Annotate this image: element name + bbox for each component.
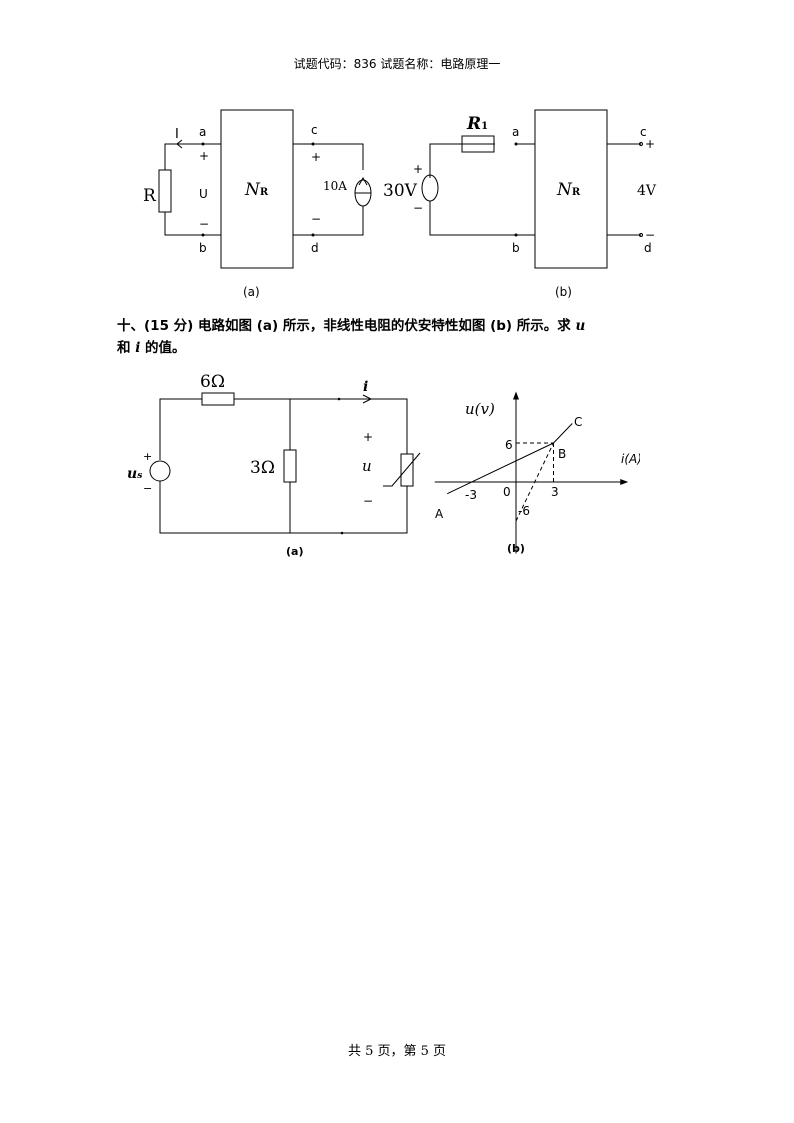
caption-b: (b) <box>507 542 525 555</box>
point-label-B: B <box>558 447 566 461</box>
label-minus-d: − <box>311 212 321 226</box>
label-NR: NR <box>556 180 581 200</box>
resistor-3ohm <box>283 449 297 483</box>
label-minus-u: − <box>363 494 373 508</box>
network-box-nr <box>220 109 294 269</box>
vi-characteristic-chart: u(v) i(A) -3 0 3 6 -6 A B C (b) <box>434 391 640 555</box>
series-A-B <box>447 442 554 495</box>
label-30V: 30V <box>383 181 418 201</box>
label-a: a <box>512 125 519 139</box>
series-B-to-(0,-6) <box>515 442 554 522</box>
question-line-1: 十、(15 分) 电路如图 (a) 所示，非线性电阻的伏安特性如图 (b) 所示… <box>117 315 697 337</box>
question-line-2: 和 i 的值。 <box>117 337 697 359</box>
label-minus-src: − <box>143 482 152 495</box>
point-label-C: C <box>574 415 582 429</box>
label-d: d <box>311 241 319 255</box>
resistor-6ohm <box>201 392 235 406</box>
caption-a: (a) <box>286 545 303 558</box>
question-text-3: 的值。 <box>140 340 186 356</box>
page-header: 试题代码：836 试题名称：电路原理一 <box>293 57 501 71</box>
y-axis-label: u(v) <box>465 400 495 418</box>
label-b: b <box>512 241 520 255</box>
var-u: u <box>575 318 586 334</box>
x-tick-3: 3 <box>551 485 559 499</box>
label-d: d <box>644 241 652 255</box>
y-tick-6: 6 <box>505 438 513 452</box>
question-10: 十、(15 分) 电路如图 (a) 所示，非线性电阻的伏安特性如图 (b) 所示… <box>117 315 697 359</box>
label-plus: + <box>199 149 209 163</box>
label-i: i <box>363 379 368 395</box>
label-minus-out: − <box>645 228 655 242</box>
nonlinear-resistor <box>400 453 414 487</box>
voltage-source-us <box>149 460 171 482</box>
wire <box>164 212 221 236</box>
label-R: R <box>143 186 157 206</box>
label-6ohm: 6Ω <box>200 372 225 392</box>
resistor-r <box>158 169 172 213</box>
label-plus-src: + <box>413 162 423 176</box>
network-box-nr <box>534 109 608 269</box>
label-plus-src: + <box>143 450 152 463</box>
series-B-C <box>553 423 573 444</box>
label-c: c <box>311 123 318 137</box>
figure-top-a: I a + U − b R NR c + − d 10A (a) <box>143 109 372 299</box>
wire <box>164 143 221 170</box>
x-tick-0: 0 <box>503 485 511 499</box>
x-axis-arrow-icon <box>620 479 629 485</box>
label-plus-u: + <box>363 430 373 444</box>
point-label-A: A <box>435 507 444 521</box>
label-c: c <box>640 125 647 139</box>
question-text-2: 和 <box>117 340 136 356</box>
label-plus-out: + <box>645 137 655 151</box>
label-4V: 4V <box>637 183 657 199</box>
question-text: 十、(15 分) 电路如图 (a) 所示，非线性电阻的伏安特性如图 (b) 所示… <box>117 318 576 334</box>
resistor-r1 <box>461 135 495 153</box>
y-tick-neg6: -6 <box>518 504 530 518</box>
label-NR: NR <box>244 180 269 200</box>
y-axis-arrow-icon <box>513 391 519 400</box>
figure-bottom-a: 6Ω 3Ω i us + − + u − (a) <box>127 372 421 558</box>
label-R1: R1 <box>466 114 488 134</box>
label-I: I <box>175 127 179 142</box>
label-10A: 10A <box>323 179 347 193</box>
voltage-source <box>421 174 439 202</box>
caption-b: (b) <box>555 285 572 299</box>
label-3ohm: 3Ω <box>250 458 275 478</box>
label-b: b <box>199 241 207 255</box>
var-i: i <box>135 340 141 356</box>
current-arrow-i <box>362 394 373 404</box>
figure-top-b: R1 a b + − 30V NR c + 4V − d (b) <box>383 109 657 299</box>
current-arrow <box>176 139 183 149</box>
label-U: U <box>199 187 208 201</box>
caption-a: (a) <box>243 285 260 299</box>
label-a: a <box>199 125 206 139</box>
x-axis-label: i(A) <box>621 452 640 466</box>
label-u: u <box>362 457 372 475</box>
label-minus: − <box>199 217 209 231</box>
x-tick-neg3: -3 <box>465 488 477 502</box>
label-plus-c: + <box>311 150 321 164</box>
label-minus-src: − <box>413 201 423 215</box>
label-us: us <box>127 466 142 482</box>
page-footer: 共 5 页，第 5 页 <box>347 1044 447 1059</box>
